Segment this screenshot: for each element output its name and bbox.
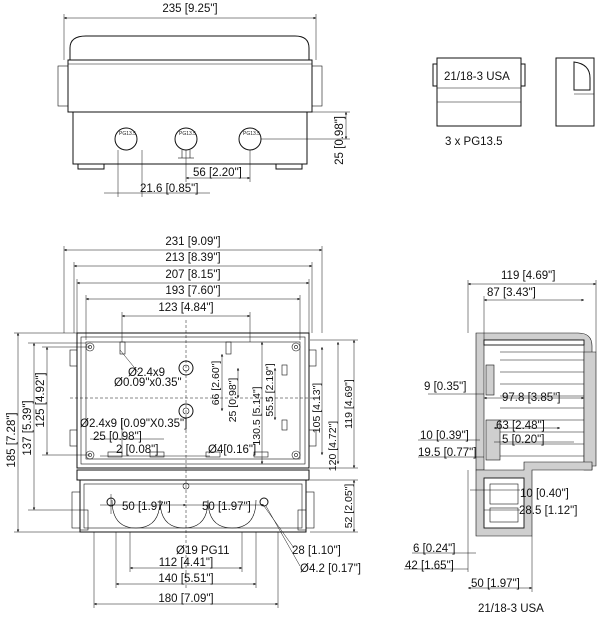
side-dim-9: 9 [0.35"] [424,381,466,393]
front-view: 231 [9.09"] 213 [8.39"] 207 [8.15"] 193 … [6,236,361,608]
dim-dia-19: Ø19 PG11 [176,545,230,557]
dim-28: 28 [1.10"] [292,545,341,557]
insert-detail: 21/18-3 USA 3 x PG13.5 [432,57,595,148]
side-section-view: 119 [4.69"] 87 [3.43"] 9 [0.35"] 97.8 [3… [404,270,597,615]
dim-55-5: 55.5 [2.19"] [264,363,276,416]
insert-part-label: 21/18-3 USA [444,71,510,83]
side-dim-19-5: 19.5 [0.77"] [418,447,476,459]
gland-label: PG13.5 [243,131,260,137]
dim-231: 231 [9.09"] [165,236,220,248]
dim-193: 193 [7.60"] [165,285,220,297]
dim-120: 120 [4.72"] [327,421,339,472]
dim-112: 112 [4.41"] [159,557,213,569]
top-view: PG13.5 PG13.5 PG13.5 235 [9.25"] 25 [0.9… [57,3,350,197]
side-dim-10-lower: 10 [0.40"] [520,488,569,500]
dim-25-vertical: 25 [0.98"] [227,378,239,423]
side-dim-50: 50 [1.97"] [471,578,520,590]
dim-185: 185 [7.28"] [6,412,18,467]
side-dim-10-upper: 10 [0.39"] [420,430,469,442]
gland-label: PG13.5 [179,131,196,137]
dim-213: 213 [8.39"] [165,252,220,264]
side-dim-42: 42 [1.65"] [405,560,454,572]
dim-207: 207 [8.15"] [165,269,220,281]
side-dim-63: 63 [2.48"] [496,420,545,432]
dim-105: 105 [4.13"] [311,383,323,434]
dim-125: 125 [4.92"] [35,372,47,427]
dim-gland-height: 25 [0.98"] [334,116,346,165]
dim-52: 52 [2.05"] [343,484,355,529]
dim-137: 137 [5.39"] [22,400,34,455]
dim-140: 140 [5.51"] [158,573,213,585]
hole-callout-a-line2: Ø0.09"x0.35" [114,377,182,389]
dim-50-left: 50 [1.97"] [122,501,171,513]
side-dim-5: 5 [0.20"] [502,434,544,446]
dim-50-right: 50 [1.97"] [202,501,251,513]
side-dim-97-8: 97.8 [3.85"] [502,392,560,404]
side-dim-87: 87 [3.43"] [487,287,536,299]
side-view-caption: 21/18-3 USA [478,603,544,615]
dim-dia-4-2: Ø4.2 [0.17"] [300,563,361,575]
dim-gland-spacing: 56 [2.20"] [193,167,242,179]
dim-130-5: 130.5 [5.14"] [251,386,263,445]
dim-123: 123 [4.84"] [158,302,213,314]
side-dim-28-5: 28.5 [1.12"] [519,505,577,517]
dim-gland-offset: 21.6 [0.85"] [140,183,198,195]
hole-callout-b: Ø2.4x9 [0.09"X0.35"] [80,418,187,430]
dim-180: 180 [7.09"] [158,593,213,605]
side-dim-119: 119 [4.69"] [501,270,555,282]
side-dim-6: 6 [0.24"] [413,543,455,555]
dim-25-horizontal: 25 [0.98"] [93,431,142,443]
dim-119-vertical: 119 [4.69"] [343,379,355,429]
gland-label: PG13.5 [119,131,136,137]
gland-hole-left [114,127,138,151]
hole-callout-a-line1: Ø2.4x9 [128,367,165,379]
dim-dia-4: Ø4[0.16"] [208,444,256,456]
insert-caption: 3 x PG13.5 [445,136,503,148]
dim-2: 2 [0.08"] [116,444,158,456]
dim-overall-width: 235 [9.25"] [162,3,217,15]
dim-66: 66 [2.60"] [210,361,222,406]
